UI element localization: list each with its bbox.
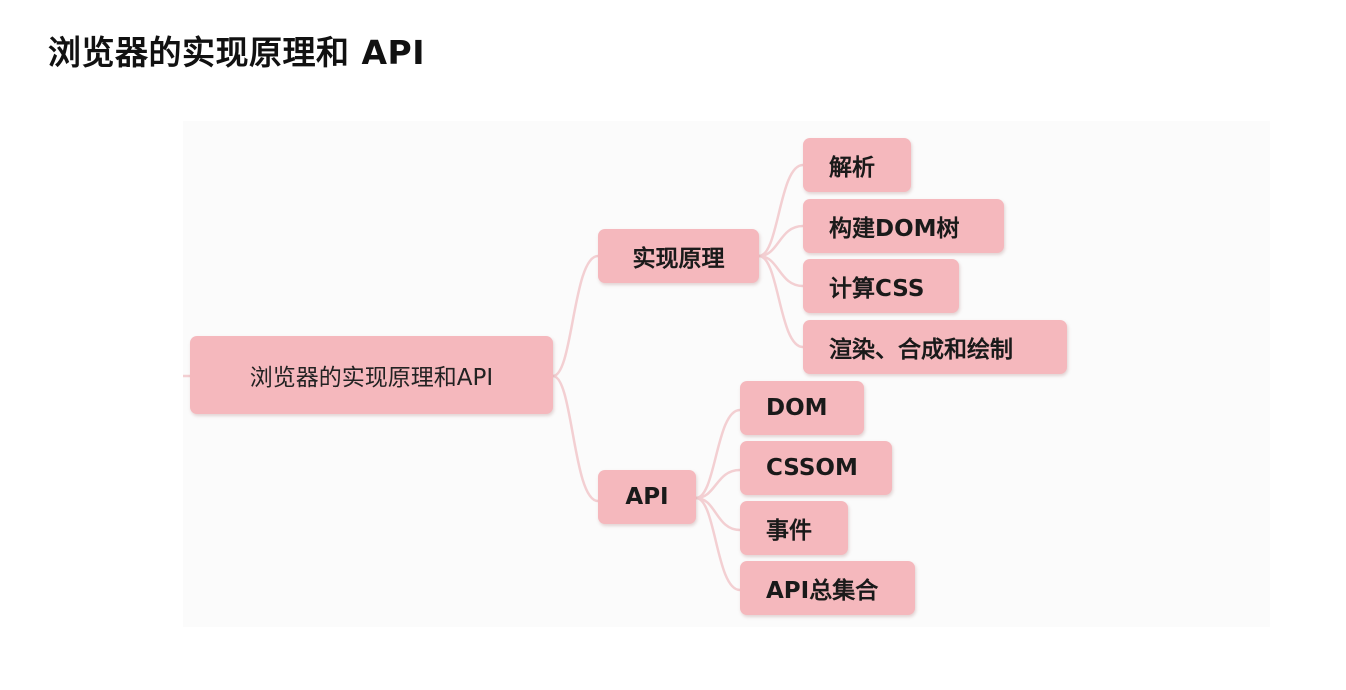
mindmap-leaf-node: 构建DOM树: [803, 199, 1004, 253]
connector-branch-1-to-leaf-4: [757, 254, 805, 349]
connector-branch-1-to-leaf-1: [757, 163, 805, 258]
mindmap-leaf-node: 渲染、合成和绘制: [803, 320, 1067, 374]
mindmap-connectors: [183, 163, 805, 592]
connector-branch-2-to-leaf-4: [694, 496, 742, 592]
connector-branch-2-to-leaf-2: [694, 468, 742, 500]
mindmap-leaf-node: CSSOM: [740, 441, 892, 495]
mindmap-branch-node: 实现原理: [598, 229, 759, 283]
mindmap-diagram: 浏览器的实现原理和API 实现原理 API 解析 构建DOM树 计算CSS 渲染…: [183, 121, 1270, 627]
connector-branch-1-to-leaf-2: [757, 224, 805, 258]
mindmap-leaf-node: DOM: [740, 381, 864, 435]
connector-root-to-branch-1: [551, 254, 600, 378]
connector-root-to-branch-2: [551, 374, 600, 503]
mindmap-branch-node: API: [598, 470, 696, 524]
mindmap-leaf-node: API总集合: [740, 561, 915, 615]
mindmap-leaf-node: 事件: [740, 501, 848, 555]
mindmap-leaf-node: 计算CSS: [803, 259, 959, 313]
connector-branch-2-to-leaf-1: [694, 408, 742, 500]
mindmap-root-node: 浏览器的实现原理和API: [190, 336, 553, 414]
mindmap-leaf-node: 解析: [803, 138, 911, 192]
page-title: 浏览器的实现原理和 API: [48, 33, 425, 72]
